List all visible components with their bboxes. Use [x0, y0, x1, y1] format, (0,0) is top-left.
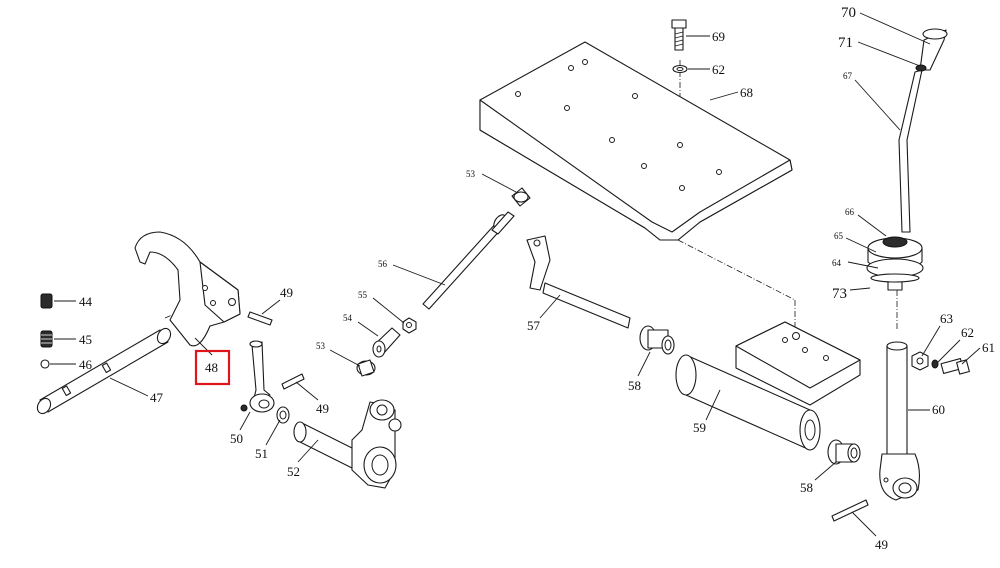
- washer-62-right: [931, 359, 939, 369]
- ball-joint-53-bottom: [356, 359, 376, 377]
- label-55: 55: [358, 290, 368, 300]
- label-61: 61: [982, 340, 995, 355]
- label-71: 71: [838, 35, 853, 51]
- label-52: 52: [287, 464, 300, 479]
- label-59: 59: [693, 420, 706, 435]
- nut-55: [402, 317, 417, 334]
- shift-fork-48: [134, 231, 241, 347]
- leader-lines: [50, 12, 981, 537]
- bushing-58-left: [639, 325, 675, 355]
- pin-49-finger: [281, 373, 305, 390]
- label-47: 47: [150, 390, 164, 405]
- callout-labels: 44 45 46 47 48 49 49 50 51 52 53 54 55 5…: [79, 5, 995, 552]
- bolt-61: [940, 358, 970, 375]
- label-54: 54: [343, 313, 353, 323]
- cover-plate: [479, 41, 793, 241]
- label-73: 73: [832, 286, 847, 302]
- label-53-top: 53: [466, 169, 476, 179]
- label-69: 69: [712, 29, 725, 44]
- bolt-69: [671, 19, 687, 51]
- selector-shaft-52: [293, 399, 402, 489]
- ball-46: [40, 359, 50, 369]
- label-70: 70: [841, 5, 856, 21]
- pin-49-bottom: [831, 499, 869, 522]
- bushing-58-right: [827, 439, 861, 465]
- highlight-box: [194, 349, 231, 386]
- label-66: 66: [845, 207, 855, 217]
- label-65: 65: [834, 231, 844, 241]
- spring-45: [40, 330, 53, 348]
- nut-63: [911, 351, 929, 371]
- label-46: 46: [79, 357, 93, 372]
- label-49-finger: 49: [316, 401, 329, 416]
- sleeve-59: [675, 354, 821, 451]
- label-64: 64: [832, 258, 842, 268]
- ball-joint-53-top: [511, 187, 531, 207]
- label-53-bottom: 53: [316, 341, 326, 351]
- label-67: 67: [843, 71, 853, 81]
- label-57: 57: [527, 318, 541, 333]
- label-68: 68: [740, 85, 753, 100]
- gear-lever: [898, 28, 948, 233]
- label-49-bottom: 49: [875, 537, 888, 552]
- label-58-right: 58: [800, 480, 813, 495]
- label-45: 45: [79, 332, 92, 347]
- boot-assembly: [866, 236, 924, 291]
- label-49-fork: 49: [280, 285, 293, 300]
- label-58-left: 58: [628, 378, 641, 393]
- label-51: 51: [255, 446, 268, 461]
- label-48: 48: [205, 360, 218, 375]
- mount-bracket: [735, 321, 861, 406]
- label-62-right: 62: [961, 325, 974, 340]
- socket-54: [372, 327, 401, 358]
- label-44: 44: [79, 294, 93, 309]
- pin-49-fork: [247, 311, 273, 326]
- lever-shaft-57: [526, 235, 631, 329]
- label-50: 50: [230, 431, 243, 446]
- shift-shaft-60: [879, 341, 921, 501]
- label-56: 56: [378, 259, 388, 269]
- washer-62-top: [672, 64, 688, 74]
- shift-rail-47: [36, 327, 172, 415]
- label-60: 60: [932, 402, 945, 417]
- label-63: 63: [940, 311, 953, 326]
- link-rod-56: [422, 211, 515, 310]
- washer-51: [276, 406, 290, 424]
- plug-44: [40, 293, 53, 309]
- selector-finger-50: [240, 340, 275, 413]
- label-62-top: 62: [712, 62, 725, 77]
